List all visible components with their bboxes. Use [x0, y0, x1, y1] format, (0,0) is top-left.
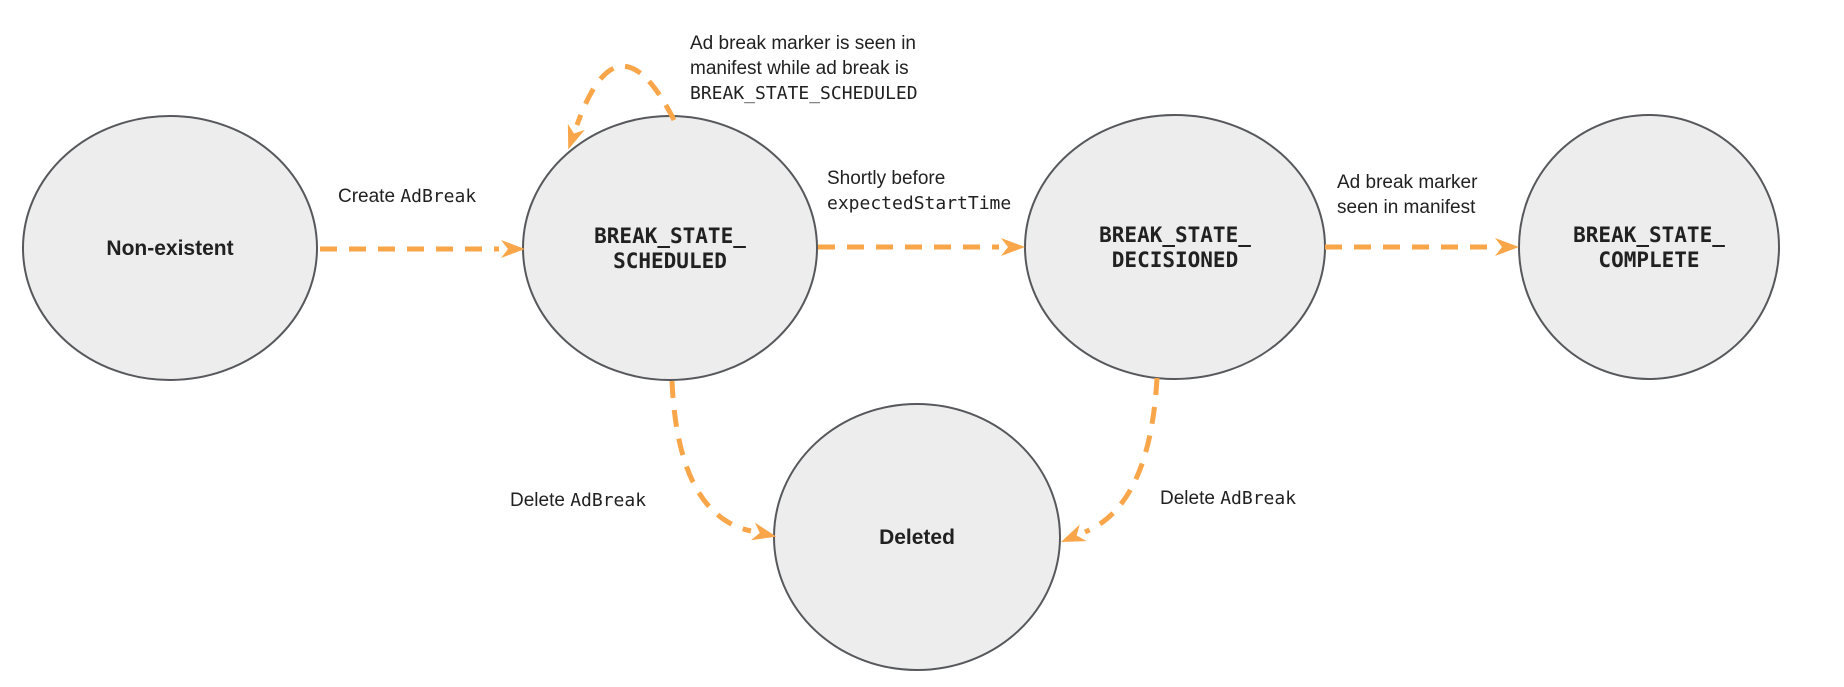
transition-label-text: Delete	[510, 490, 565, 511]
transition-label-marker-seen: Ad break marker seen in manifest	[1337, 170, 1477, 220]
state-label-decisioned: BREAK_STATE_ DECISIONED	[1025, 223, 1325, 273]
transition-label-text: Create	[338, 186, 396, 207]
transition-label-delete-from-decisioned: Delete AdBreak	[1160, 486, 1296, 511]
state-label-line: DECISIONED	[1111, 248, 1239, 272]
transition-label-code: BREAK_STATE_SCHEDULED	[690, 83, 918, 104]
transition-label-text: Delete	[1160, 488, 1215, 509]
transition-label-delete-from-scheduled: Delete AdBreak	[510, 488, 646, 513]
transition-label-code: AdBreak	[1220, 488, 1297, 509]
arrow-self-loop-scheduled	[567, 63, 677, 150]
state-label-complete: BREAK_STATE_ COMPLETE	[1499, 223, 1799, 273]
transition-label-line: seen in manifest	[1337, 197, 1476, 218]
transition-label-line: Ad break marker	[1337, 172, 1478, 193]
state-node-complete	[1518, 114, 1780, 380]
state-label-deleted: Deleted	[879, 526, 955, 549]
transition-label-line: Ad break marker is seen in	[690, 33, 916, 54]
state-label-line: BREAK_STATE_	[1099, 223, 1251, 247]
state-label-line: BREAK_STATE_	[594, 224, 746, 248]
transition-label-code: AdBreak	[400, 186, 477, 207]
transition-label-code: expectedStartTime	[827, 193, 1012, 214]
transition-label-line: Shortly before	[827, 168, 946, 189]
transition-label-create-adbreak: Create AdBreak	[338, 184, 476, 209]
transition-label-self-loop: Ad break marker is seen in manifest whil…	[690, 31, 918, 106]
state-label-non-existent: Non-existent	[106, 237, 234, 260]
state-label-line: COMPLETE	[1598, 248, 1700, 272]
state-label-line: SCHEDULED	[613, 249, 727, 273]
state-label-scheduled: BREAK_STATE_ SCHEDULED	[520, 224, 820, 274]
transition-label-shortly-before: Shortly before expectedStartTime	[827, 166, 1011, 216]
arrow-decisioned-to-deleted	[1060, 377, 1160, 542]
arrow-scheduled-to-deleted	[669, 380, 777, 541]
transition-label-code: AdBreak	[570, 490, 647, 511]
state-node-non-existent	[22, 115, 318, 381]
transition-label-line: manifest while ad break is	[690, 58, 909, 79]
state-label-line: BREAK_STATE_	[1573, 223, 1725, 247]
